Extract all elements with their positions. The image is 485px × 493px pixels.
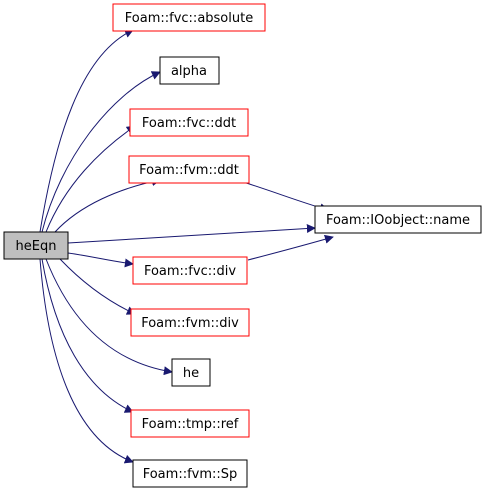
node-label-fvm-sp: Foam::fvm::Sp (143, 467, 238, 482)
edge-heeqn-to-fvc-div (67, 252, 134, 268)
node-label-fvc-div: Foam::fvc::div (144, 264, 236, 279)
edge-heeqn-to-tmp-ref (41, 258, 134, 413)
edge-fvc-div-to-ioobject-name (247, 234, 334, 261)
edge-heeqn-to-fvm-div (59, 258, 136, 315)
node-label-fvm-ddt: Foam::fvm::ddt (139, 163, 239, 178)
edge-heeqn-to-ioobject-name (67, 223, 316, 244)
nodes: heEqn Foam::fvc::absolute alpha Foam::fv… (3, 3, 482, 488)
edge-heeqn-to-fvc-ddt (45, 125, 136, 233)
edge-heeqn-to-he (45, 258, 173, 376)
node-label-ioobject-name: Foam::IOobject::name (326, 213, 470, 228)
node-fvc-div[interactable]: Foam::fvc::div (132, 256, 248, 285)
node-label-fvc-ddt: Foam::fvc::ddt (142, 116, 236, 131)
node-label-fvm-div: Foam::fvm::div (141, 316, 239, 331)
node-label-he: he (183, 366, 199, 381)
edges (39, 29, 334, 464)
node-heeqn[interactable]: heEqn (3, 231, 69, 260)
node-fvm-ddt[interactable]: Foam::fvm::ddt (128, 155, 250, 184)
edge-heeqn-to-fvm-sp (39, 258, 134, 464)
node-fvc-ddt[interactable]: Foam::fvc::ddt (129, 108, 249, 137)
node-tmp-ref[interactable]: Foam::tmp::ref (130, 409, 250, 438)
node-fvm-div[interactable]: Foam::fvm::div (130, 308, 250, 337)
node-label-alpha: alpha (171, 64, 207, 79)
edge-heeqn-to-fvc-absolute (39, 29, 134, 233)
node-label-fvc-absolute: Foam::fvc::absolute (125, 11, 253, 26)
node-fvc-absolute[interactable]: Foam::fvc::absolute (112, 3, 266, 32)
node-alpha[interactable]: alpha (159, 56, 220, 85)
node-ioobject-name[interactable]: Foam::IOobject::name (314, 205, 482, 234)
edge-heeqn-to-alpha (41, 71, 161, 233)
node-label-heeqn: heEqn (16, 239, 57, 254)
node-he[interactable]: he (171, 358, 211, 387)
node-label-tmp-ref: Foam::tmp::ref (142, 417, 239, 432)
node-fvm-sp[interactable]: Foam::fvm::Sp (132, 459, 248, 488)
